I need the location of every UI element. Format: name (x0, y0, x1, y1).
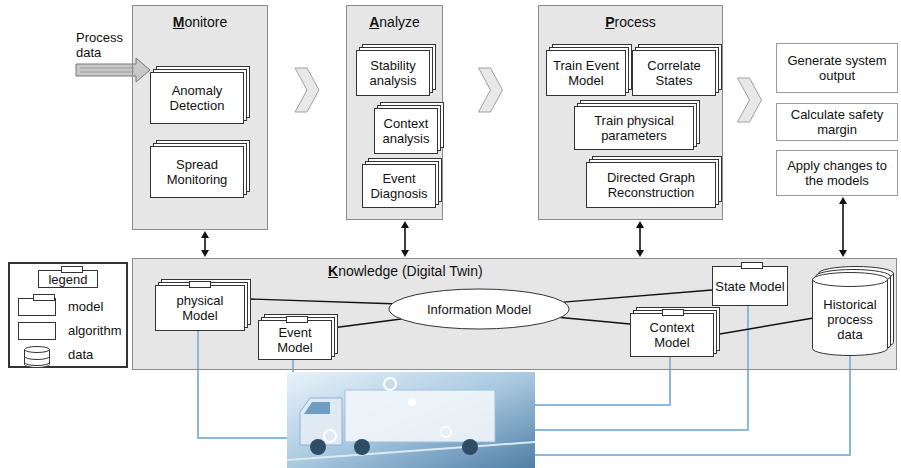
node-label: Correlate States (635, 58, 713, 88)
legend-text: algorithm (68, 323, 121, 338)
double-arrow (401, 221, 409, 257)
node-label: Spread Monitoring (153, 157, 241, 187)
algorithm-box: Event Diagnosis (362, 164, 436, 208)
link-line (714, 318, 812, 335)
data-cylinder: Historical process data (812, 272, 888, 356)
flow-chevron (738, 78, 762, 122)
node-label: Directed Graph Reconstruction (589, 170, 713, 200)
model-box: physical Model (155, 285, 245, 331)
link-line (561, 317, 630, 324)
node-label: Context analysis (377, 116, 435, 146)
node-label: State Model (715, 279, 784, 294)
truck-illustration (287, 372, 535, 468)
link-line (564, 290, 712, 302)
node-label: Context Model (633, 320, 711, 350)
node-label: Train Event Model (549, 58, 623, 88)
node-label: Event Diagnosis (365, 171, 433, 201)
node-label: Event Model (261, 325, 329, 355)
algorithm-box: Directed Graph Reconstruction (586, 162, 716, 208)
output-box: Apply changes to the models (776, 150, 898, 196)
stage-panel: MonitoreAnomaly DetectionSpread Monitori… (132, 5, 268, 230)
output-box: Generate system output (776, 43, 898, 93)
information-ellipse: Information Model (388, 288, 570, 330)
legend-row: data (16, 344, 124, 366)
legend-algorithm-icon (18, 322, 56, 340)
algorithm-box: Train physical parameters (574, 106, 694, 150)
link-line (332, 319, 401, 328)
algorithm-box: Train Event Model (546, 50, 626, 96)
node-label: Historical process data (818, 297, 882, 342)
double-arrow (636, 221, 644, 257)
node-label: Anomaly Detection (153, 83, 241, 113)
legend-title: legend (48, 272, 87, 287)
stage-panel: AnalyzeStability analysisContext analysi… (346, 5, 443, 220)
algorithm-box: Anomaly Detection (150, 72, 244, 124)
node-label: Information Model (427, 302, 531, 317)
input-arrow (76, 58, 150, 82)
algorithm-box: Stability analysis (356, 50, 430, 96)
node-label: Stability analysis (359, 58, 427, 88)
legend-text: model (68, 299, 103, 314)
algorithm-box: Correlate States (632, 50, 716, 96)
stage-panel: Knowledge (Digital Twin) physical ModelEv… (132, 258, 897, 370)
legend-model-icon (18, 298, 56, 316)
panel-title: Process (539, 14, 722, 31)
flow-chevron (295, 68, 319, 112)
legend-data-icon (18, 346, 56, 364)
panel-title: Analyze (347, 14, 442, 31)
model-box: State Model (712, 266, 788, 306)
model-box: Event Model (258, 320, 332, 360)
output-box: Calculate safety margin (776, 103, 898, 141)
legend-text: data (68, 347, 93, 362)
algorithm-box: Context analysis (374, 108, 438, 154)
algorithm-box: Spread Monitoring (150, 146, 244, 198)
node-label: Calculate safety margin (779, 107, 895, 137)
stage-panel: ProcessTrain Event Model Correlate States… (538, 5, 723, 220)
legend-row: algorithm (16, 320, 124, 342)
panel-title: Knowledge (Digital Twin) (328, 263, 483, 280)
node-label: physical Model (158, 293, 242, 323)
node-label: Generate system output (779, 53, 895, 83)
legend-title-box: legend (38, 270, 98, 288)
panel-title: Monitore (133, 14, 267, 31)
double-arrow (201, 231, 209, 257)
legend-row: model (16, 296, 124, 318)
node-label: Train physical parameters (577, 113, 691, 143)
node-label: Apply changes to the models (779, 158, 895, 188)
legend-box: legend model algorithm data (8, 262, 128, 368)
double-arrow (839, 197, 847, 257)
link-line (245, 299, 392, 304)
model-box: Context Model (630, 313, 714, 357)
input-label: Process data (76, 30, 132, 60)
flow-chevron (479, 68, 503, 112)
twin-link-lines (198, 306, 850, 455)
